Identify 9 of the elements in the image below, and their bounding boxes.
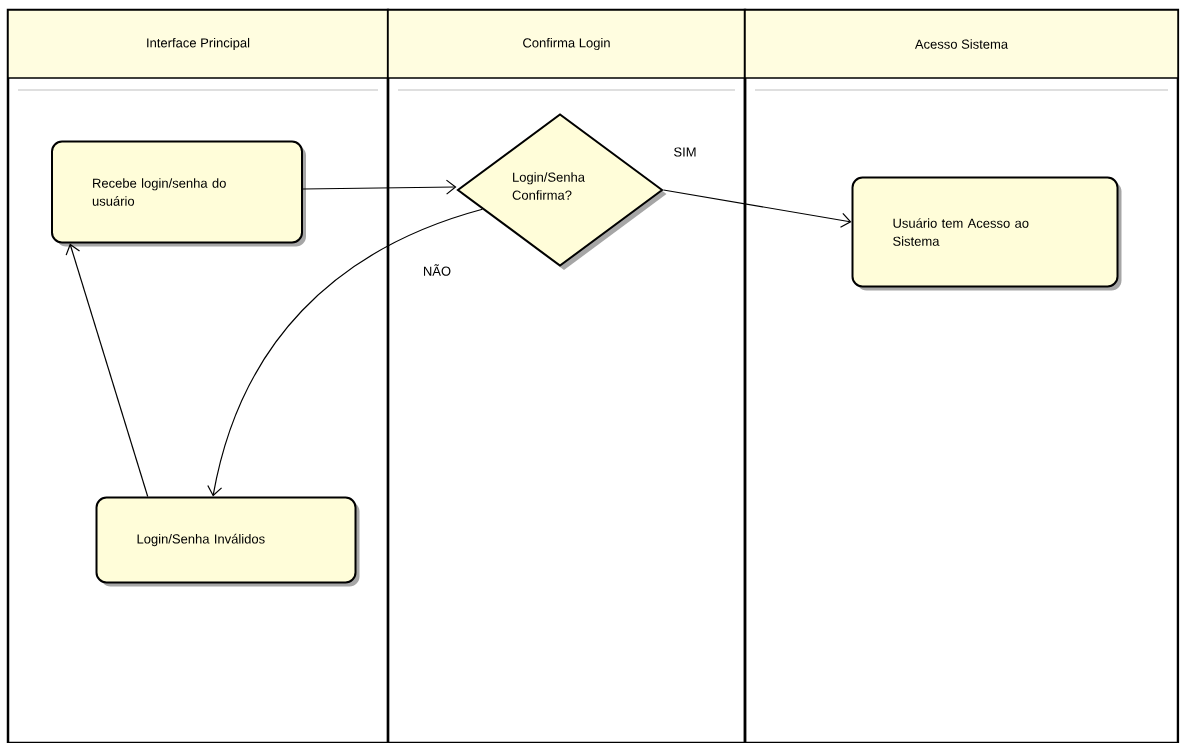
arrow (65, 243, 149, 498)
action-box: Usuário tem Acesso ao Sistema (851, 176, 1122, 291)
arrow (207, 208, 483, 497)
action-box: Login/Senha Inválidos (95, 496, 360, 587)
action-box: Recebe login/senha do usuário (51, 140, 306, 247)
edge-label: SIM (671, 145, 699, 159)
edge-label: NÃO (420, 262, 454, 278)
arrow (302, 179, 457, 195)
arrow (662, 189, 852, 228)
